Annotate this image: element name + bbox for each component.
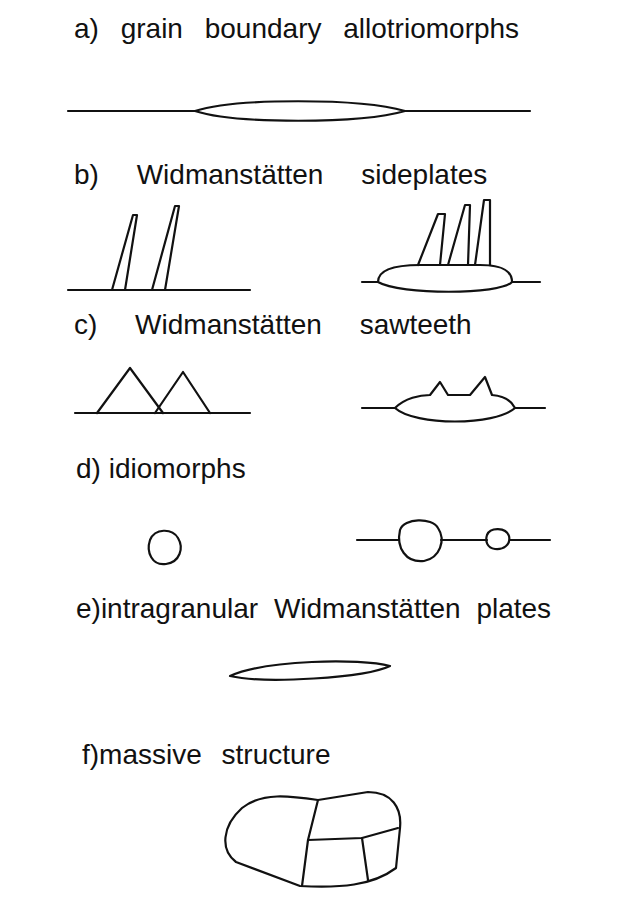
part-label: c) Widmanstätten sawteeth bbox=[74, 308, 472, 342]
allotriomorph-sketch bbox=[68, 101, 530, 121]
sawtooth-sketch bbox=[75, 368, 545, 422]
part-label: b) Widmanstätten sideplates bbox=[74, 158, 487, 192]
massive-structure-sketch bbox=[225, 792, 400, 887]
part-label: f)massive structure bbox=[82, 738, 331, 772]
sideplate-sketch bbox=[68, 200, 540, 292]
part-label: d) idiomorphs bbox=[76, 452, 246, 486]
part-label: e)intragranular Widmanstätten plates bbox=[76, 592, 551, 626]
intragranular-plate-sketch bbox=[230, 661, 390, 679]
idiomorph-sketch bbox=[149, 520, 550, 564]
part-label: a) grain boundary allotriomorphs bbox=[74, 12, 519, 46]
